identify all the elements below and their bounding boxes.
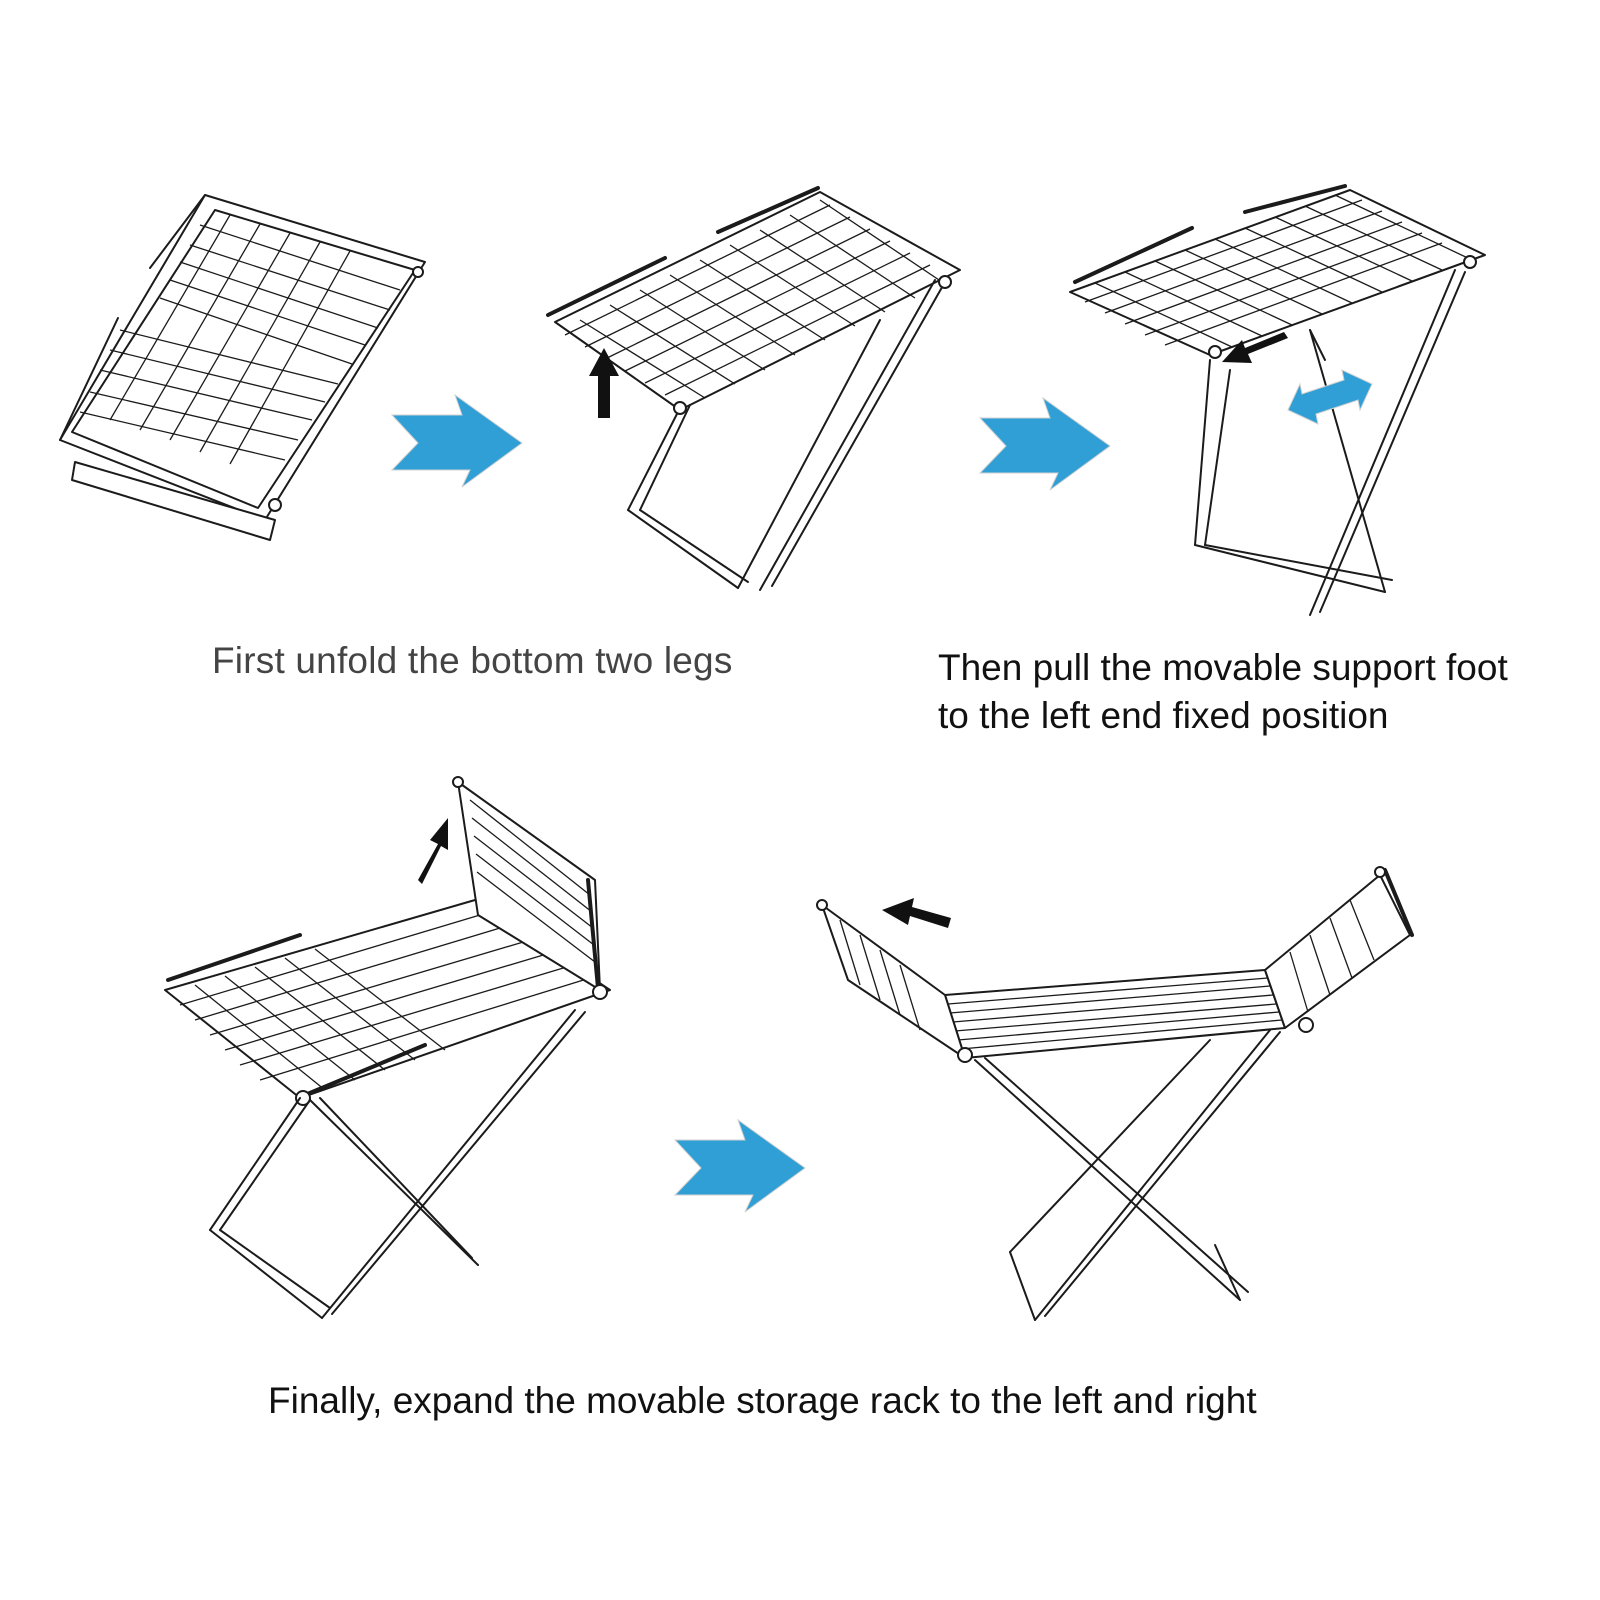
folded-rack-illustration <box>59 194 426 541</box>
step-three-caption: Finally, expand the movable storage rack… <box>268 1380 1257 1421</box>
push-up-arrow-icon <box>589 348 619 418</box>
slide-double-arrow-icon <box>1287 369 1373 425</box>
expanded-rack-illustration <box>816 866 1414 1321</box>
unfolded-legs-illustration <box>546 186 961 591</box>
support-foot-illustration <box>1069 184 1486 616</box>
step-two-caption-line-2: to the left end fixed position <box>938 695 1389 736</box>
lift-wing-illustration <box>164 776 611 1319</box>
step-arrow-icon-2 <box>978 396 1111 491</box>
step-arrow-icon-1 <box>390 393 523 488</box>
step-two-caption: Then pull the movable support foot to th… <box>938 644 1508 740</box>
step-one-caption: First unfold the bottom two legs <box>212 640 733 681</box>
pull-left-arrow-icon <box>1222 332 1288 363</box>
expand-left-arrow-icon <box>882 898 951 928</box>
lift-up-arrow-icon <box>418 818 448 884</box>
step-two-caption-line-1: Then pull the movable support foot <box>938 647 1508 688</box>
step-arrow-icon-3 <box>673 1118 806 1213</box>
